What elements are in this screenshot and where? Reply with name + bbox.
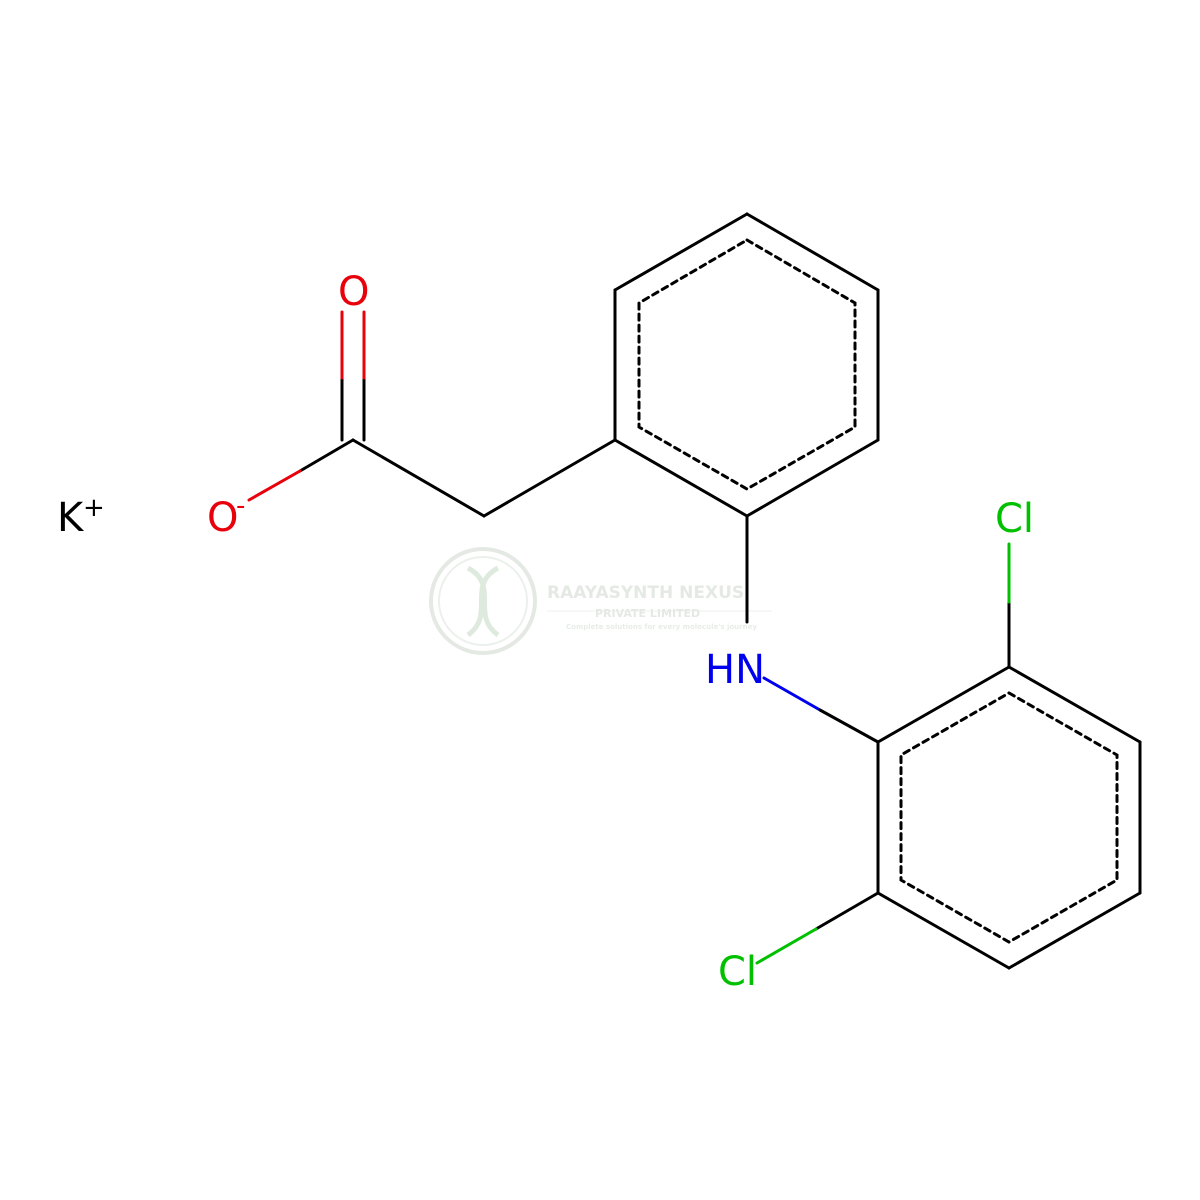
bond <box>1007 665 1142 744</box>
bond <box>818 708 880 744</box>
bond <box>613 438 749 518</box>
chlorine-top-label: Cl <box>995 496 1034 542</box>
bond <box>351 438 486 518</box>
bond <box>482 438 617 518</box>
bond <box>613 212 749 292</box>
atom-labels: K + O - O HN Cl Cl <box>57 269 1034 995</box>
bond <box>755 927 818 965</box>
bond <box>247 469 302 502</box>
aromatic-ring-dashed <box>637 238 857 491</box>
amine-label: HN <box>705 647 765 693</box>
watermark: RAAYASYNTH NEXUS PRIVATE LIMITED Complet… <box>429 547 772 655</box>
watermark-logo-inner-ring <box>438 556 528 646</box>
bond <box>745 212 880 292</box>
watermark-logo-ring <box>429 547 537 655</box>
chlorine-bottom-label: Cl <box>718 949 757 995</box>
watermark-tagline: Complete solutions for every molecule's … <box>566 623 757 631</box>
bond <box>876 665 1011 744</box>
watermark-company: RAAYASYNTH NEXUS <box>547 583 744 603</box>
bond <box>298 438 355 473</box>
bond <box>762 676 822 712</box>
bonds <box>247 212 1142 970</box>
carboxylate-oxygen-label: O <box>207 495 238 541</box>
bond <box>1007 891 1142 970</box>
carboxylate-charge: - <box>236 491 245 521</box>
dna-helix-icon <box>466 565 500 638</box>
potassium-charge: + <box>83 493 105 523</box>
bond <box>814 891 880 931</box>
carbonyl-oxygen-label: O <box>338 269 369 315</box>
bond <box>876 891 1011 970</box>
bond <box>745 438 880 518</box>
watermark-subtitle: PRIVATE LIMITED <box>595 607 700 620</box>
potassium-label: K <box>57 495 85 541</box>
aromatic-ring-dashed <box>899 691 1119 944</box>
